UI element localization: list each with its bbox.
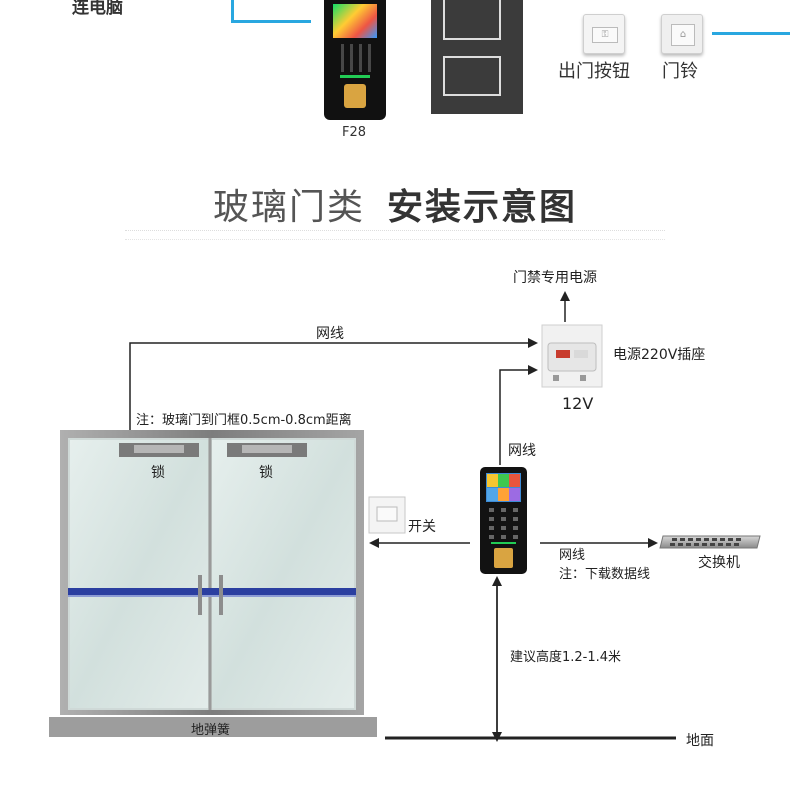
door-panel-upper [443,0,501,40]
network-cable-mid-label: 网线 [508,443,536,459]
lock-right-label: 锁 [259,465,273,481]
f28-device-top [324,0,386,120]
title-bold: 安装示意图 [387,187,578,228]
lock-left-label: 锁 [151,465,165,481]
download-note: 注：下载数据线 [559,567,651,582]
switch-button-icon [368,496,406,534]
glass-door [60,430,364,715]
top-right-connector-line [712,32,790,35]
switch-button-label: 开关 [408,519,436,535]
exit-button-label: 出门按钮 [558,61,630,82]
psu-voltage-label: 12V [562,394,594,413]
f28-fingerprint-reader [344,84,366,108]
power-line-reader [499,365,538,465]
network-line-top [129,338,538,430]
glass-gap-note: 注：玻璃门到门框0.5cm-0.8cm距离 [136,413,352,428]
computer-label: 连电脑 [72,0,123,18]
power-supply-icon [541,324,603,388]
page-title: 玻璃门类安装示意图 [0,178,790,230]
top-left-connector-line-h [231,20,311,23]
reader-device-icon [480,467,527,574]
network-switch-label: 交换机 [698,555,740,571]
network-switch-icon [659,535,761,549]
lock-right-icon [227,443,307,457]
ground-label: 地面 [686,733,714,749]
network-cable-top-label: 网线 [316,326,344,342]
f28-keypad [335,44,375,72]
lock-left-icon [119,443,199,457]
exit-button-icon: ⚿ [583,14,625,54]
door-panel-lower [443,56,501,96]
f28-green-strip [340,75,370,78]
title-underline-2 [125,239,665,241]
door-illustration-top [431,0,523,114]
doorbell-icon: ⌂ [661,14,703,54]
title-underline [125,230,665,232]
height-note: 建议高度1.2-1.4米 [510,650,622,665]
doorbell-label: 门铃 [662,61,698,82]
power-socket-label: 电源220V插座 [613,347,706,363]
title-light: 玻璃门类 [212,187,365,228]
network-cable-right-label: 网线 [559,548,586,563]
access-power-label: 门禁专用电源 [513,270,597,286]
f28-label: F28 [342,125,367,140]
floor-spring-bar [49,717,377,737]
f28-screen [333,4,377,38]
top-left-connector-line [231,0,234,22]
floor-spring-label: 地弹簧 [191,723,231,738]
